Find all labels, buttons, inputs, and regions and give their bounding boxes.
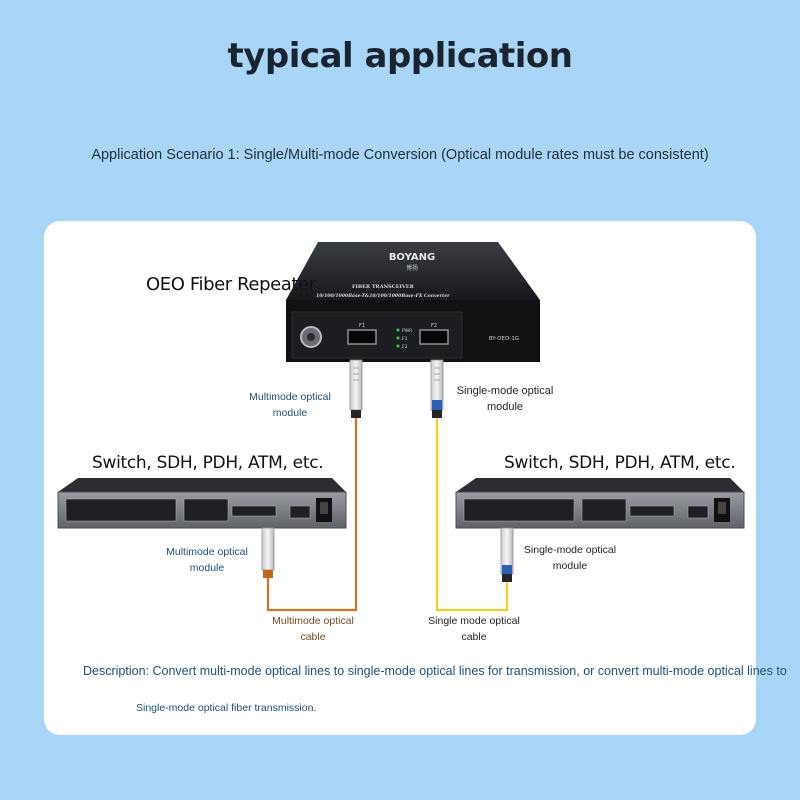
singlemode-module-top [430,359,444,418]
led-label-pwr: PWR [402,328,412,334]
label-singlemode-cable-l2: cable [461,631,487,643]
switch-left-device [57,478,347,529]
led-pwr-icon [396,328,400,332]
multimode-module-top [349,359,363,418]
sfp-port-f2 [419,329,449,345]
label-singlemode-module-right-l1: Single-mode optical [523,544,617,556]
label-multimode-module-left-l2: module [189,562,225,574]
label-singlemode-module-top-l1: Single-mode optical [456,385,554,397]
label-singlemode-module-right-l2: module [552,560,588,572]
repeater-top-panel [286,242,540,300]
label-singlemode-module-top-l2: module [486,401,524,413]
label-singlemode-cable-l1: Single mode optical [428,615,520,627]
scenario-subtitle: Application Scenario 1: Single/Multi-mod… [91,147,709,163]
label-multimode-cable-l2: cable [300,631,326,643]
port-label-f2: F2 [431,323,437,329]
switch-right-device [455,478,745,529]
singlemode-cable [435,418,509,612]
led-f1-icon [396,336,400,340]
label-switch-right: Switch, SDH, PDH, ATM, etc. [504,453,736,473]
page-title: typical application [227,36,574,76]
label-singlemode-cable: Single mode optical cable [428,613,520,645]
repeater-model: BY-OEO-1G [489,336,519,342]
led-f2-icon [396,344,400,348]
repeater-brand-cn: 博扬 [406,264,418,272]
label-singlemode-module-top: Single-mode optical module [455,383,555,415]
repeater-brand: BOYANG [389,252,435,263]
description-line1: Description: Convert multi-mode optical … [83,664,787,678]
label-switch-left: Switch, SDH, PDH, ATM, etc. [92,453,324,473]
label-singlemode-module-right: Single-mode optical module [520,542,620,574]
multimode-module-left [261,527,275,578]
label-multimode-module-left: Multimode optical module [162,544,252,576]
repeater-heading: OEO Fiber Repeater [146,274,316,295]
port-label-f1: F1 [359,323,365,329]
label-multimode-cable-l1: Multimode optical [272,615,354,627]
repeater-line2: 10/100/1000Base-T&10/100/1000Base-FX Con… [316,293,450,299]
sfp-port-f1 [347,329,377,345]
label-multimode-cable: Multimode optical cable [268,613,358,645]
label-multimode-module-top: Multimode optical module [249,391,331,419]
description-line2: Single-mode optical fiber transmission. [136,702,317,714]
oeo-repeater-device [286,242,540,362]
label-multimode-module-left-l1: Multimode optical [166,546,248,558]
repeater-line1: FIBER TRANSCEIVER [352,284,415,290]
singlemode-module-right [500,527,514,582]
led-label-f2: F2 [402,344,408,350]
led-label-f1: F1 [402,336,408,342]
multimode-cable [266,418,358,612]
